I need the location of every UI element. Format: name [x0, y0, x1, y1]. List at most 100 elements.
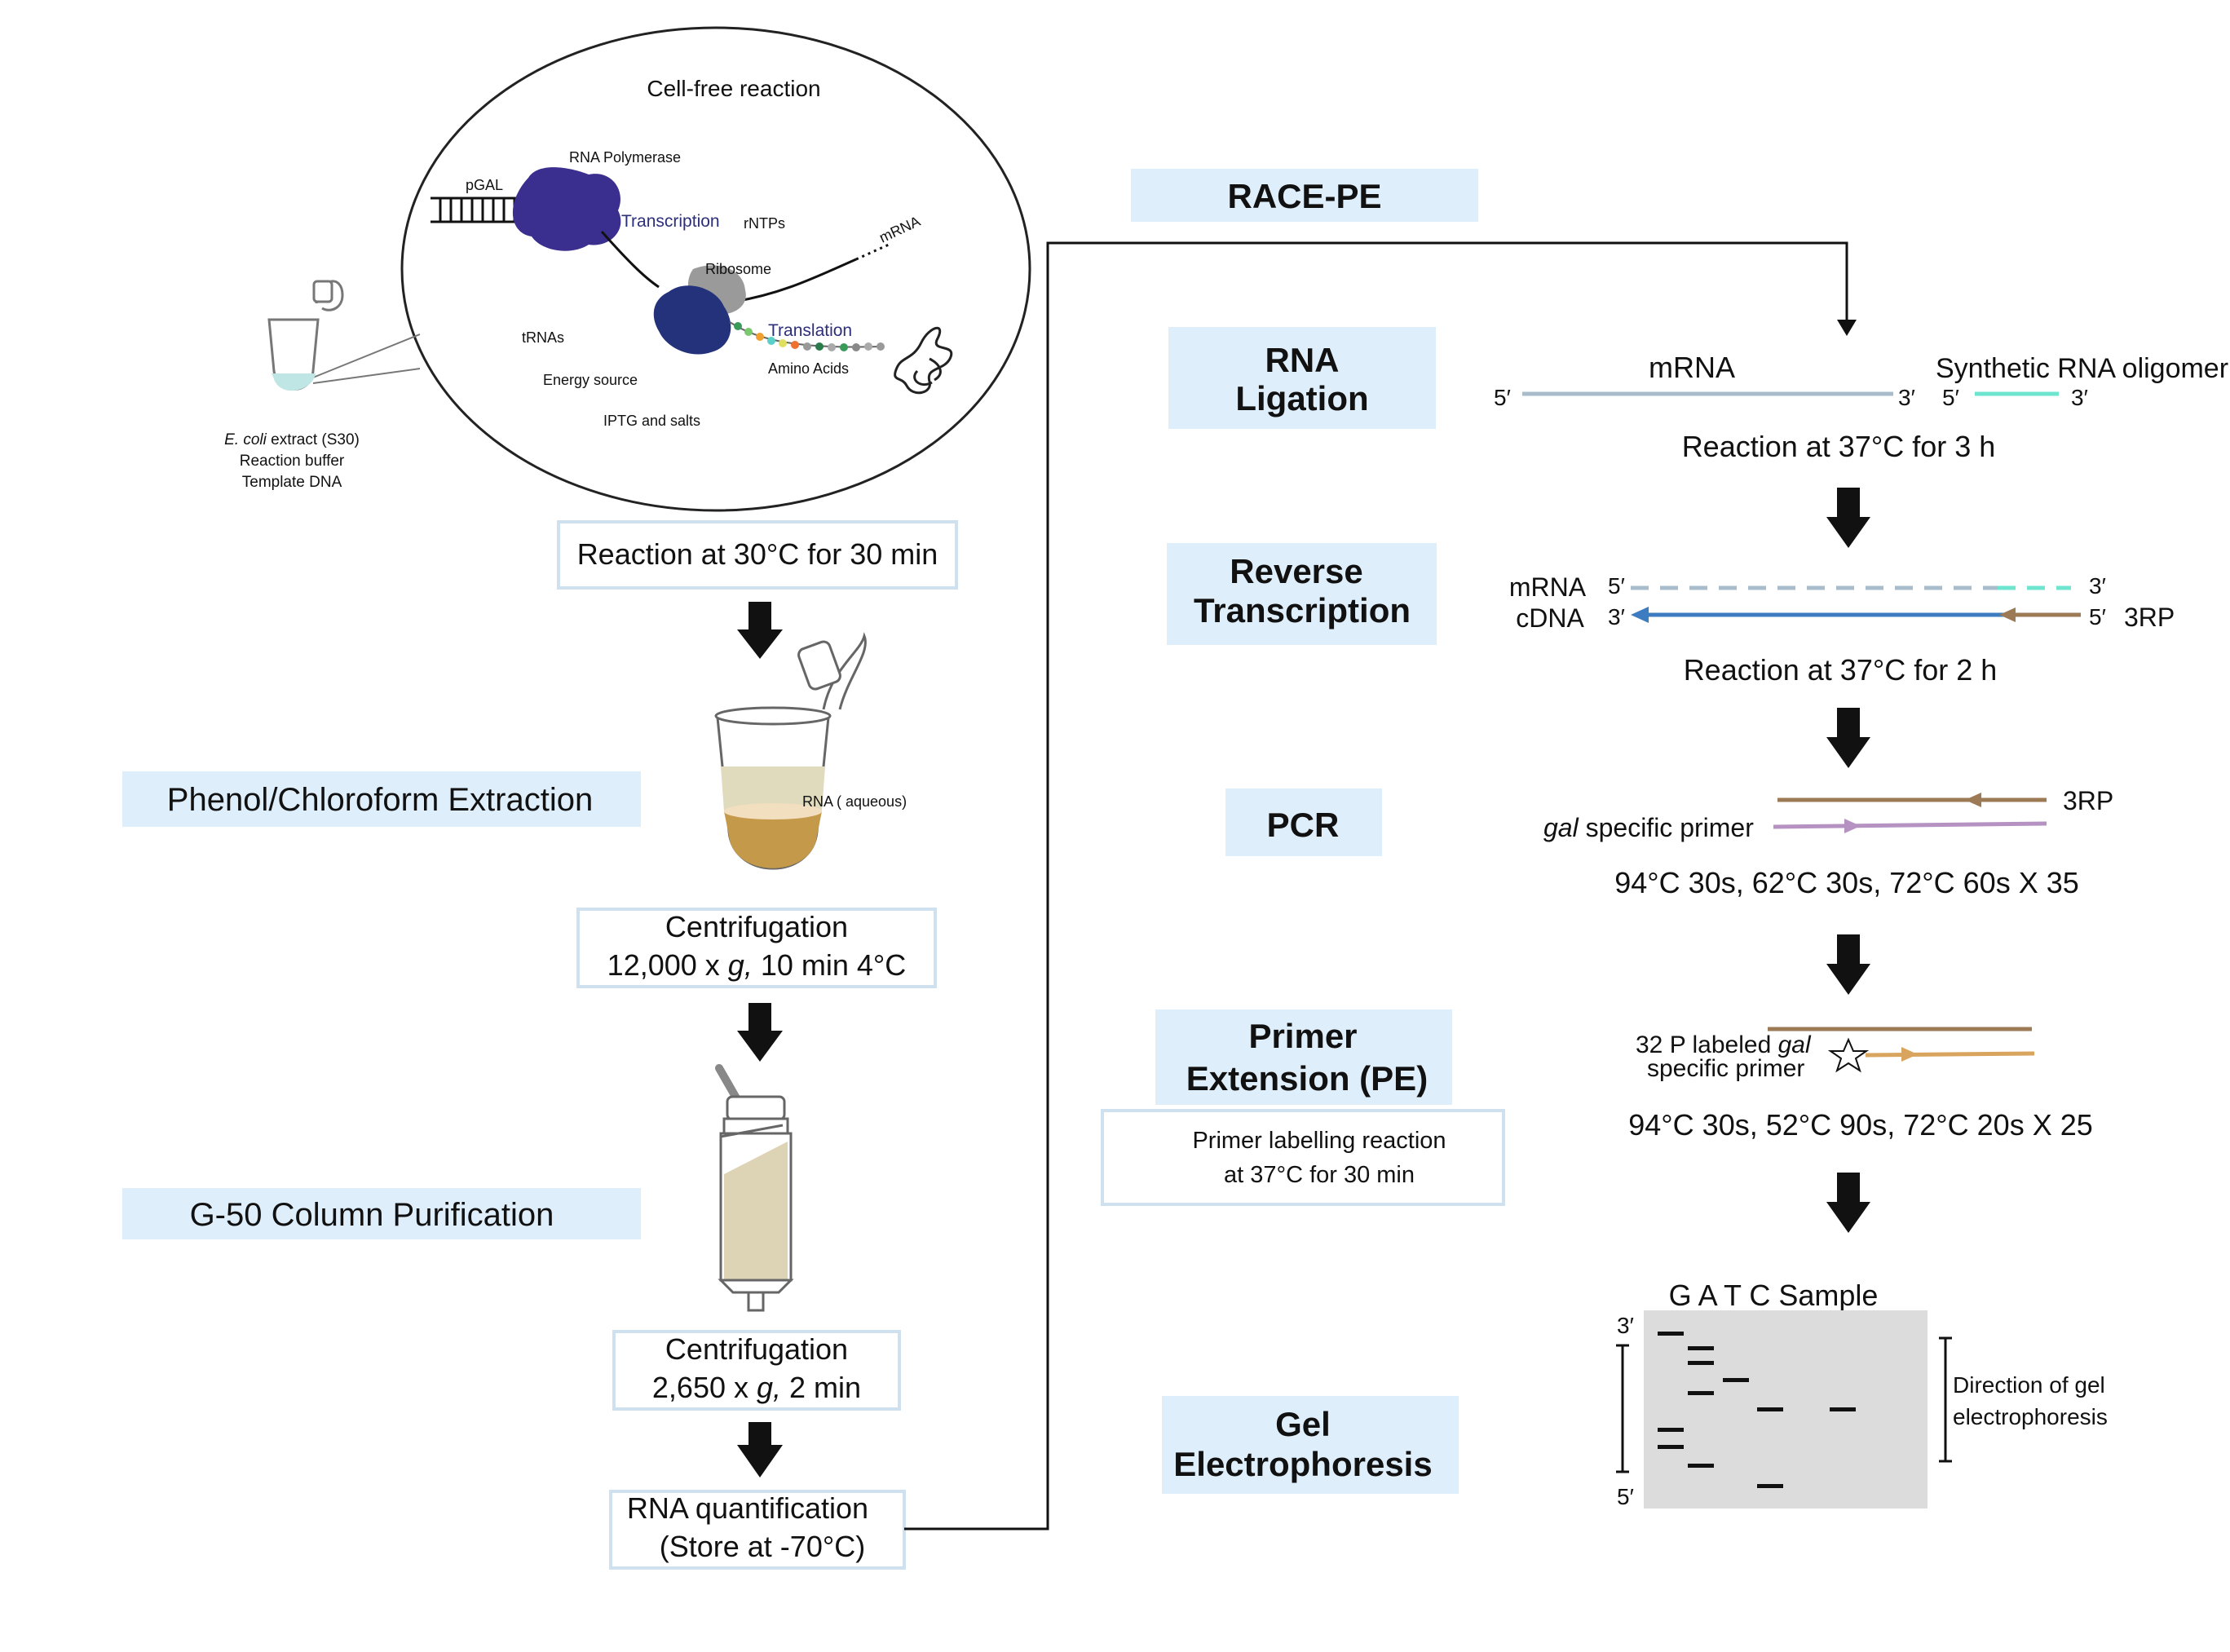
ligation-condition: Reaction at 37°C for 3 h: [1682, 430, 1996, 463]
gel-band: [1757, 1407, 1783, 1411]
down-arrow-7: [1826, 1173, 1870, 1233]
gel-band: [1658, 1428, 1684, 1432]
pcr-label-box: [1225, 788, 1382, 856]
down-arrow-4: [1826, 488, 1870, 548]
centrifugation-1-box: [576, 908, 937, 988]
phenol-chloroform-label-box: [122, 771, 641, 827]
ligation-mrna-3prime: 3′: [1898, 385, 1915, 410]
connector-to-race-pe: [904, 241, 1848, 1531]
race-pe-title: RACE-PE: [1227, 177, 1381, 215]
rntps-label: rNTPs: [744, 215, 785, 232]
gel-band: [1658, 1445, 1684, 1449]
gel-electrophoresis-label-line-1: Gel: [1275, 1405, 1331, 1443]
pcr-gal-arrowhead: [1844, 819, 1861, 833]
gel-electrophoresis-label-line-2: Electrophoresis: [1173, 1445, 1432, 1483]
gel-electrophoresis-label-box: [1162, 1396, 1459, 1494]
g50-column-label: G-50 Column Purification: [190, 1197, 554, 1233]
primer-labelling-line-1: Primer labelling reaction: [1192, 1128, 1446, 1154]
pe-primer-arrowhead: [1901, 1047, 1918, 1062]
gel-lane-header: G A T C Sample: [1669, 1279, 1879, 1312]
reverse-transcription-label-box: [1167, 543, 1437, 645]
gel-band: [1688, 1346, 1714, 1350]
folded-protein-icon: [894, 326, 953, 395]
pgal-dna-ladder-icon: [431, 197, 542, 223]
rt-primer-arrowhead: [1999, 607, 2016, 622]
ribosome-icon: [653, 285, 731, 355]
gel-direction-line-2: electrophoresis: [1953, 1404, 2108, 1429]
gel-band: [1723, 1378, 1749, 1382]
rt-cdna-5prime: 5′: [2089, 604, 2106, 629]
rna-polymerase-icon: [512, 167, 621, 251]
cdna-arrowhead: [1631, 607, 1649, 623]
rt-cdna-3prime: 3′: [1608, 604, 1625, 629]
race-pe-title-box: [1131, 169, 1478, 222]
pgal-label: pGAL: [466, 177, 503, 193]
gel-band: [1688, 1464, 1714, 1468]
pe-primer-strand: [1865, 1051, 2035, 1058]
phenol-chloroform-label: Phenol/Chloroform Extraction: [167, 782, 593, 818]
primer-extension-label-line-1: Primer: [1248, 1017, 1357, 1055]
rt-mrna-label: mRNA: [1509, 572, 1587, 602]
oligomer-5prime: 5′: [1942, 385, 1959, 410]
pcr-gal-strand: [1773, 821, 2047, 829]
energy-source-label: Energy source: [543, 372, 638, 388]
centrifugation-1-title: Centrifugation: [665, 910, 848, 943]
gel-band: [1658, 1332, 1684, 1336]
rna-ligation-label-box: [1168, 327, 1436, 429]
pe-primer-label-line-1: 32 P labeled gal: [1636, 1031, 1812, 1058]
iptg-salts-label: IPTG and salts: [603, 413, 700, 429]
rna-quantification-storage: (Store at -70°C): [660, 1530, 865, 1563]
trnas-label: tRNAs: [522, 329, 564, 346]
pcr-3rp-arrowhead: [1965, 793, 1981, 807]
cell-free-reaction-panel: Cell-free reaction pGAL RNA Polymerase T…: [312, 26, 1031, 512]
radiolabel-star-icon: [1827, 1037, 1870, 1073]
rt-condition: Reaction at 37°C for 2 h: [1684, 653, 1998, 687]
gel-band: [1830, 1407, 1856, 1411]
extract-tube-icon: [267, 280, 344, 391]
rt-3rp-label: 3RP: [2124, 603, 2175, 632]
gel-band: [1757, 1484, 1783, 1488]
gel-5prime: 5′: [1617, 1484, 1634, 1509]
pcr-gal-primer-label: gal specific primer: [1543, 813, 1754, 842]
reverse-transcription-label-line-2: Transcription: [1194, 591, 1411, 629]
primer-extension-label-box: [1155, 1009, 1452, 1105]
gel-bands: [1658, 1332, 1856, 1488]
reaction-30c-box: [557, 520, 958, 590]
ribosome-label: Ribosome: [705, 261, 771, 277]
pcr-condition: 94°C 30s, 62°C 30s, 72°C 60s X 35: [1614, 866, 2079, 899]
centrifugation-2-box: [612, 1330, 901, 1411]
transcription-label: Transcription: [621, 212, 720, 231]
pe-condition: 94°C 30s, 52°C 90s, 72°C 20s X 25: [1628, 1108, 2093, 1142]
rna-ligation-label-line-2: Ligation: [1235, 379, 1368, 417]
primer-extension-label-line-2: Extension (PE): [1186, 1059, 1428, 1098]
centrifugation-2-params: 2,650 x g, 2 min: [652, 1371, 861, 1404]
down-arrow-1: [737, 602, 783, 659]
centrifugation-2-title: Centrifugation: [665, 1332, 848, 1366]
oligomer-3prime: 3′: [2071, 385, 2088, 410]
gel-3prime: 3′: [1617, 1313, 1634, 1338]
reverse-transcription-label-line-1: Reverse: [1230, 552, 1362, 590]
tube-caption-line-2: Reaction buffer: [240, 453, 345, 470]
amino-acid-chain-icon: [729, 321, 885, 351]
pcr-3rp-label: 3RP: [2063, 786, 2113, 815]
rt-mrna-5prime: 5′: [1608, 573, 1625, 599]
cell-free-title: Cell-free reaction: [647, 76, 820, 101]
oligomer-label: Synthetic RNA oligomer: [1936, 353, 2228, 384]
down-arrow-2: [737, 1003, 783, 1062]
down-arrow-5: [1826, 708, 1870, 768]
tube-caption-line-1: E. coli extract (S30): [224, 431, 360, 448]
rt-mrna-3prime: 3′: [2089, 573, 2106, 599]
gel-band: [1688, 1391, 1714, 1395]
amino-acids-label: Amino Acids: [768, 360, 849, 377]
ligation-mrna-5prime: 5′: [1494, 385, 1511, 410]
ligation-mrna-label: mRNA: [1649, 351, 1735, 384]
translation-label: Translation: [768, 321, 852, 340]
connector-arrowhead: [1837, 320, 1857, 336]
g50-column-label-box: [122, 1188, 641, 1239]
pe-primer-label-line-2: specific primer: [1647, 1055, 1804, 1082]
g50-column-icon: [715, 1064, 794, 1312]
rna-aqueous-label: RNA ( aqueous): [802, 793, 907, 810]
centrifugation-1-params: 12,000 x g, 10 min 4°C: [607, 948, 907, 982]
rna-polymerase-label: RNA Polymerase: [569, 149, 681, 166]
